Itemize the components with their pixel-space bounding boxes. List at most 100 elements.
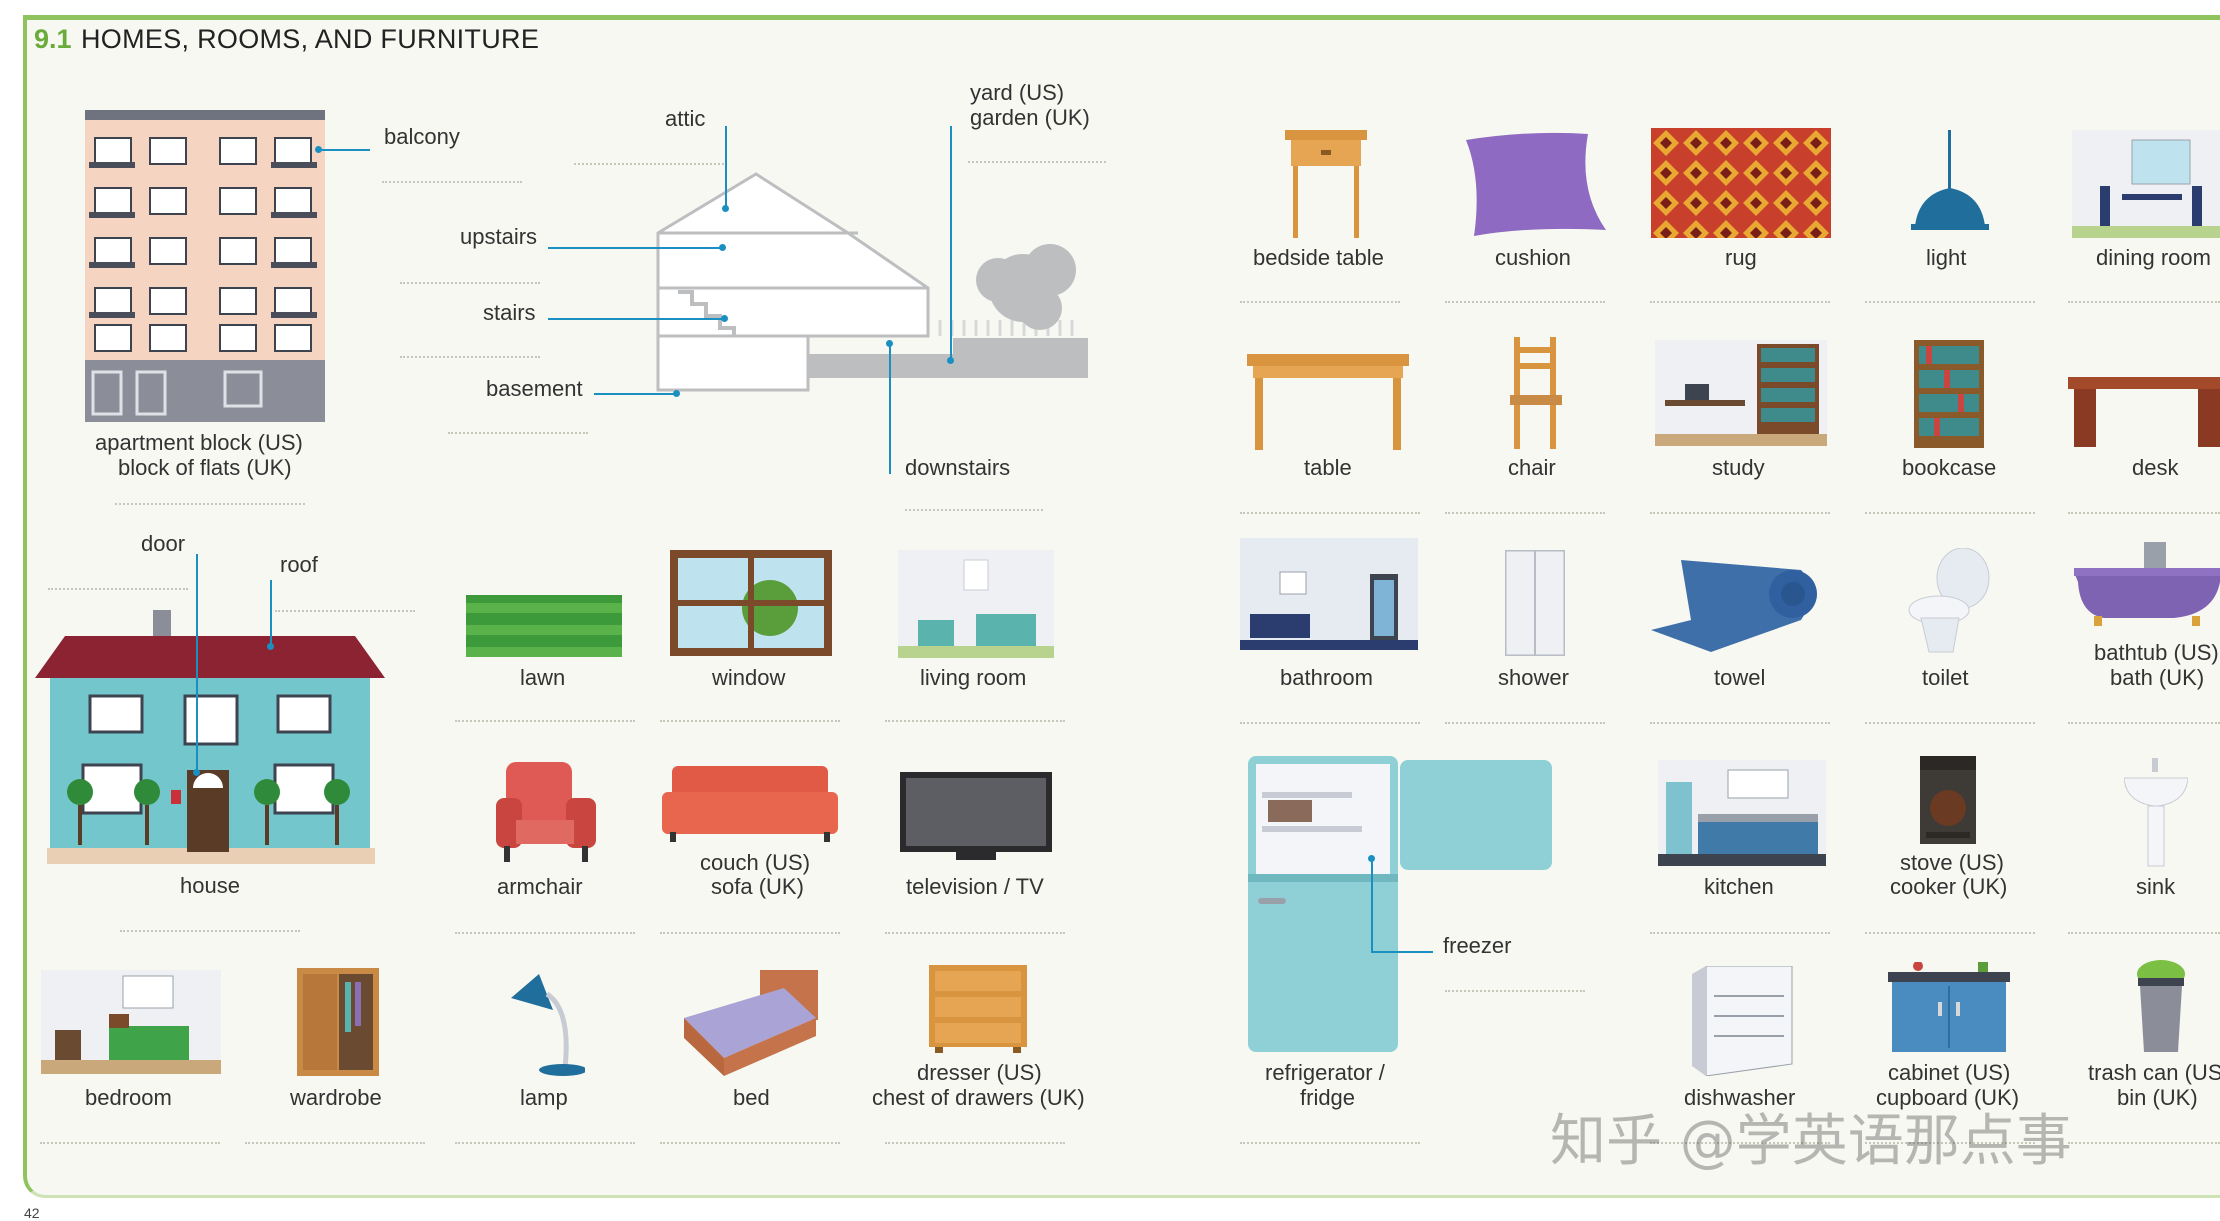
label-rule bbox=[885, 720, 1065, 722]
label-rule bbox=[1865, 301, 2035, 303]
label-lamp: lamp bbox=[520, 1085, 568, 1110]
label-dresser-line1: dresser (US) bbox=[917, 1060, 1042, 1085]
label-living-room: living room bbox=[920, 665, 1027, 690]
rug-illustration bbox=[1651, 128, 1831, 238]
label-rule bbox=[1865, 512, 2035, 514]
label-rule bbox=[120, 930, 300, 932]
label-roof: roof bbox=[280, 552, 318, 577]
light-illustration bbox=[1911, 130, 1989, 230]
label-rule bbox=[455, 932, 635, 934]
table-illustration bbox=[1247, 354, 1409, 450]
label-rule bbox=[1650, 932, 1830, 934]
label-rule bbox=[1240, 512, 1420, 514]
roof-callout-line bbox=[270, 580, 272, 646]
label-stove-line1: stove (US) bbox=[1900, 850, 2004, 875]
label-wardrobe: wardrobe bbox=[290, 1085, 382, 1110]
label-cabinet-line1: cabinet (US) bbox=[1888, 1060, 2011, 1085]
label-rule bbox=[1445, 990, 1585, 992]
label-bathtub-line1: bathtub (US) bbox=[2094, 640, 2219, 665]
stairs-callout-line bbox=[548, 318, 724, 320]
label-shower: shower bbox=[1498, 665, 1569, 690]
towel-illustration bbox=[1651, 560, 1817, 652]
label-rug: rug bbox=[1725, 245, 1757, 270]
label-cushion: cushion bbox=[1495, 245, 1571, 270]
label-television: television / TV bbox=[906, 874, 1044, 899]
label-rule bbox=[455, 720, 635, 722]
basement-callout-dot bbox=[673, 390, 680, 397]
label-rule bbox=[400, 282, 540, 284]
label-rule bbox=[660, 720, 840, 722]
balcony-callout-line bbox=[318, 149, 370, 151]
label-dresser-line2: chest of drawers (UK) bbox=[872, 1085, 1085, 1110]
label-couch-line2: sofa (UK) bbox=[711, 874, 804, 899]
downstairs-callout-dot bbox=[886, 340, 893, 347]
dining-room-illustration bbox=[2072, 130, 2220, 238]
label-rule bbox=[1865, 722, 2035, 724]
label-upstairs: upstairs bbox=[460, 224, 538, 249]
label-rule bbox=[1650, 1142, 1830, 1144]
label-rule bbox=[1650, 722, 1830, 724]
label-light: light bbox=[1926, 245, 1967, 270]
yard-callout-line bbox=[950, 126, 952, 360]
label-stairs: stairs bbox=[483, 300, 536, 325]
house-illustration bbox=[35, 610, 385, 864]
bookcase-illustration bbox=[1914, 340, 1984, 448]
label-trash-can-line1: trash can (US) bbox=[2088, 1060, 2220, 1085]
label-yard-line1: yard (US) bbox=[970, 80, 1065, 105]
living-room-illustration bbox=[898, 550, 1054, 658]
label-rule bbox=[1445, 512, 1605, 514]
label-rule bbox=[905, 509, 1043, 511]
lamp-illustration bbox=[511, 974, 585, 1076]
label-attic: attic bbox=[665, 106, 706, 131]
label-rule bbox=[448, 432, 588, 434]
section-number: 9.1 bbox=[34, 24, 72, 54]
attic-callout-dot bbox=[722, 205, 729, 212]
label-towel: towel bbox=[1714, 665, 1766, 690]
label-fridge-line2: fridge bbox=[1300, 1085, 1356, 1110]
label-bedroom: bedroom bbox=[85, 1085, 172, 1110]
label-rule bbox=[660, 1142, 840, 1144]
label-toilet: toilet bbox=[1922, 665, 1969, 690]
attic-callout-line bbox=[725, 126, 727, 208]
label-rule bbox=[2068, 301, 2220, 303]
label-rule bbox=[1240, 722, 1420, 724]
label-downstairs: downstairs bbox=[905, 455, 1011, 480]
label-bed: bed bbox=[733, 1085, 770, 1110]
refrigerator-illustration bbox=[1248, 756, 1552, 1052]
label-study: study bbox=[1712, 455, 1765, 480]
lawn-illustration bbox=[466, 595, 622, 657]
label-trash-can-line2: bin (UK) bbox=[2117, 1085, 2198, 1110]
label-dishwasher: dishwasher bbox=[1684, 1085, 1796, 1110]
label-rule bbox=[2068, 1142, 2220, 1144]
label-rule bbox=[885, 932, 1065, 934]
label-rule bbox=[245, 1142, 425, 1144]
window-illustration bbox=[670, 550, 832, 656]
bedroom-illustration bbox=[41, 970, 221, 1074]
label-rule bbox=[40, 1142, 220, 1144]
upstairs-callout-line bbox=[548, 247, 722, 249]
upstairs-callout-dot bbox=[719, 244, 726, 251]
shower-illustration bbox=[1505, 550, 1565, 656]
label-table: table bbox=[1304, 455, 1352, 480]
label-freezer: freezer bbox=[1443, 933, 1512, 958]
freezer-callout-line-h bbox=[1371, 951, 1433, 953]
cabinet-illustration bbox=[1888, 962, 2010, 1052]
house-cross-section-illustration bbox=[656, 172, 1088, 392]
label-rule bbox=[115, 503, 305, 505]
study-illustration bbox=[1655, 340, 1827, 446]
content-panel bbox=[23, 15, 2220, 1198]
apartment-block-illustration bbox=[85, 110, 325, 422]
television-illustration bbox=[900, 772, 1052, 860]
sink-illustration bbox=[2124, 758, 2188, 867]
label-cabinet-line2: cupboard (UK) bbox=[1876, 1085, 2020, 1110]
freezer-callout-line-v bbox=[1371, 859, 1373, 953]
label-bathroom: bathroom bbox=[1280, 665, 1373, 690]
label-rule bbox=[382, 181, 522, 183]
label-balcony: balcony bbox=[384, 124, 460, 149]
label-armchair: armchair bbox=[497, 874, 583, 899]
label-rule bbox=[275, 610, 415, 612]
bathroom-illustration bbox=[1240, 538, 1418, 650]
stove-illustration bbox=[1920, 756, 1976, 844]
label-stove-line2: cooker (UK) bbox=[1890, 874, 2008, 899]
